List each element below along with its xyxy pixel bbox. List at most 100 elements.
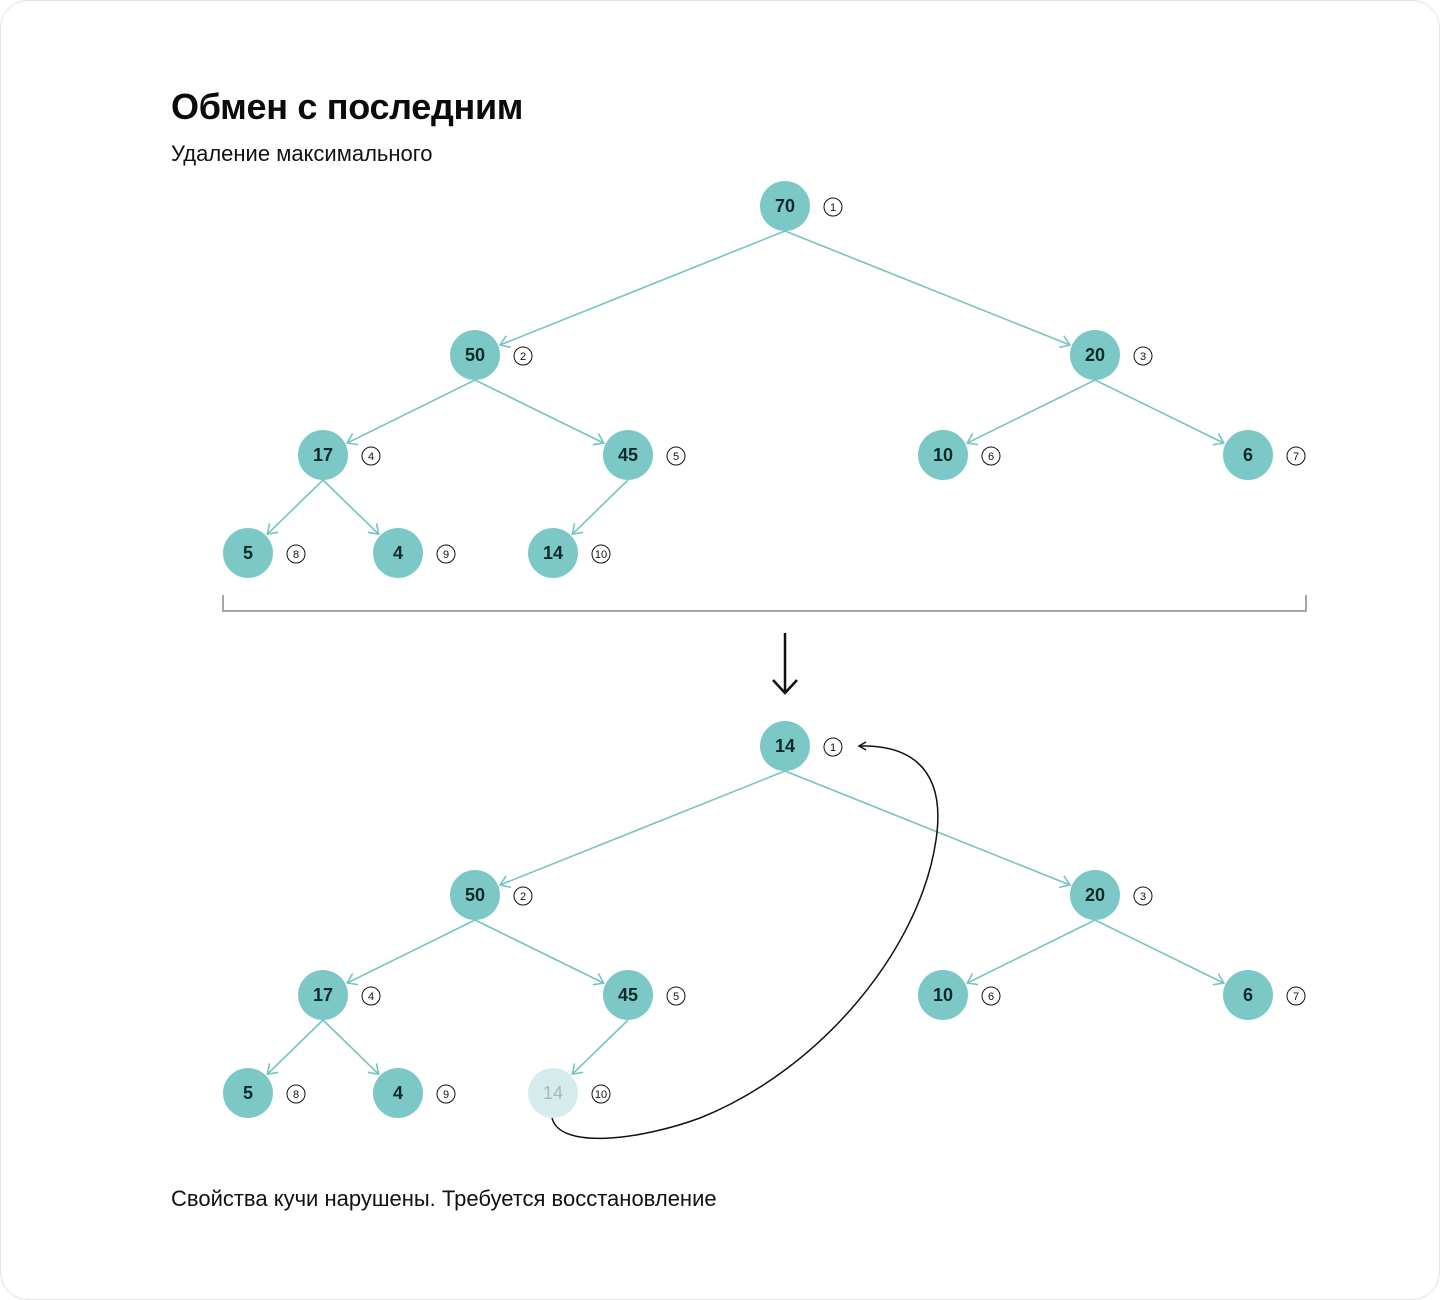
heap-node-circle	[298, 430, 348, 480]
heap-node-circle	[528, 1068, 578, 1118]
edge-arrow-head-icon	[345, 433, 359, 446]
heap-node-value: 14	[775, 736, 795, 756]
tree-edge	[474, 379, 605, 444]
index-badge-circle	[513, 886, 533, 906]
heap-node-value: 50	[465, 885, 485, 905]
tree-edge	[499, 770, 786, 886]
index-badge-circle	[286, 544, 306, 564]
edge-arrow-head-icon	[498, 875, 511, 889]
heap-node-circle	[760, 181, 810, 231]
section-bracket	[222, 595, 1307, 612]
tree-edge	[322, 1019, 380, 1075]
index-badge-value: 10	[595, 549, 607, 561]
heap-node-value: 50	[465, 345, 485, 365]
down-arrow-head-icon	[772, 679, 798, 695]
index-badge-value: 7	[1293, 451, 1299, 463]
index-badge-value: 3	[1140, 891, 1146, 903]
heap-violation-note: Свойства кучи нарушены. Требуется восста…	[171, 1186, 717, 1211]
edge-arrow-head-icon	[592, 973, 606, 986]
edge-arrow-head-icon	[345, 973, 359, 986]
index-badge-value: 8	[293, 1089, 299, 1101]
heap-node-circle	[1223, 970, 1273, 1020]
index-badge-circle	[591, 544, 611, 564]
index-badge-value: 9	[443, 1089, 449, 1101]
heap-node-value: 6	[1243, 445, 1253, 465]
index-badge-value: 5	[673, 991, 679, 1003]
heap-node: 14 1	[760, 721, 843, 771]
heap-node: 20 3	[1070, 330, 1153, 380]
heap-node: 20 3	[1070, 870, 1153, 920]
edge-arrow-head-icon	[266, 1063, 279, 1076]
heap-node-circle	[298, 970, 348, 1020]
edge-arrow-head-icon	[367, 523, 380, 536]
index-badge-circle	[666, 986, 686, 1006]
index-badge-circle	[981, 986, 1001, 1006]
index-badge-circle	[436, 544, 456, 564]
heap-node-circle	[1223, 430, 1273, 480]
tree-edge	[571, 1019, 629, 1075]
heap-node-value: 17	[313, 445, 333, 465]
index-badge-circle	[1133, 886, 1153, 906]
edge-arrow-head-icon	[965, 973, 979, 986]
heap-node-circle	[603, 970, 653, 1020]
index-badge-value: 1	[830, 742, 836, 754]
heap-node-circle	[223, 528, 273, 578]
heap-node-circle	[1070, 330, 1120, 380]
tree-edge	[346, 919, 476, 984]
swap-arrow	[551, 741, 939, 1140]
heap-node: 10 6	[918, 430, 1001, 480]
tree-edge	[266, 1019, 324, 1075]
tree-edge	[784, 230, 1071, 346]
index-badge-value: 5	[673, 451, 679, 463]
index-badge-circle	[361, 446, 381, 466]
index-badge-circle	[666, 446, 686, 466]
heap-node-value: 5	[243, 1083, 253, 1103]
heap-node-value: 4	[393, 543, 403, 563]
heap-node-circle	[450, 870, 500, 920]
edge-arrow-head-icon	[571, 1063, 584, 1076]
transition-group	[222, 595, 1307, 695]
edge-arrow-head-icon	[266, 523, 279, 536]
heap-node-value: 10	[933, 445, 953, 465]
index-badge-circle	[981, 446, 1001, 466]
edge-arrow-head-icon	[571, 523, 584, 536]
index-badge-circle	[436, 1084, 456, 1104]
edge-arrow-head-icon	[1059, 335, 1072, 349]
heap-node-circle	[450, 330, 500, 380]
heap-node-circle	[760, 721, 810, 771]
heap-node-value: 20	[1085, 885, 1105, 905]
index-badge-value: 4	[368, 991, 374, 1003]
index-badge-circle	[286, 1084, 306, 1104]
tree-edge	[499, 230, 786, 346]
index-badge-value: 3	[1140, 351, 1146, 363]
tree-edge	[571, 479, 629, 535]
tree-edge	[1094, 379, 1225, 444]
heap-node-value: 20	[1085, 345, 1105, 365]
tree-edge	[266, 479, 324, 535]
heap-node-value: 6	[1243, 985, 1253, 1005]
heap-node-value: 14	[543, 543, 563, 563]
swap-curve-path	[551, 745, 939, 1140]
index-badge-circle	[1133, 346, 1153, 366]
tree-edge	[784, 770, 1071, 886]
edge-arrow-head-icon	[1212, 973, 1226, 986]
index-badge-value: 6	[988, 451, 994, 463]
heap-node-value: 14	[543, 1083, 563, 1103]
index-badge-circle	[513, 346, 533, 366]
edge-arrow-head-icon	[965, 433, 979, 446]
tree-edge	[1094, 919, 1225, 984]
